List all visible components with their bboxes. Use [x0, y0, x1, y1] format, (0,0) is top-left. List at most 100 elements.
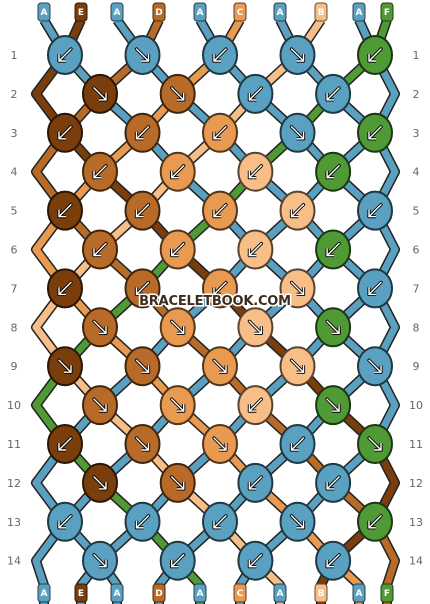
- knot: [47, 424, 83, 464]
- arrow-down-right-icon: [289, 358, 306, 374]
- watermark: BRACELETBOOK.COM: [139, 294, 291, 309]
- knot: [82, 462, 118, 503]
- knot: [315, 151, 352, 192]
- knot: [124, 190, 161, 231]
- knot: [47, 190, 83, 231]
- row-number-right: 9: [413, 360, 420, 373]
- arrow-down-right-icon: [57, 358, 73, 374]
- strand: [114, 17, 399, 604]
- knot: [82, 73, 118, 114]
- row-number-right: 7: [413, 282, 420, 295]
- arrow-down-left-icon: [325, 164, 341, 180]
- svg-text:F: F: [384, 589, 390, 599]
- svg-text:C: C: [237, 8, 244, 18]
- knot: [279, 501, 316, 542]
- knot: [124, 35, 161, 75]
- knot: [82, 540, 118, 581]
- svg-text:A: A: [41, 8, 48, 18]
- knot: [159, 462, 196, 503]
- top-string-label: A: [193, 2, 207, 22]
- knot: [47, 268, 83, 309]
- arrow-down-right-icon: [289, 280, 306, 296]
- svg-text:C: C: [237, 589, 244, 599]
- svg-text:A: A: [197, 8, 204, 18]
- knot: [124, 501, 161, 542]
- knot: [237, 151, 274, 192]
- arrow-down-right-icon: [212, 358, 228, 374]
- top-string-label: E: [74, 2, 88, 22]
- knot: [202, 190, 238, 231]
- knot: [237, 385, 274, 426]
- row-number-left: 7: [11, 282, 18, 295]
- knot: [124, 346, 161, 387]
- arrow-down-left-icon: [134, 280, 151, 296]
- arrow-down-right-icon: [170, 475, 186, 491]
- knot: [237, 73, 274, 114]
- row-number-left: 13: [7, 516, 21, 529]
- knot: [47, 112, 83, 153]
- knot: [279, 112, 316, 153]
- svg-text:A: A: [114, 589, 121, 599]
- svg-text:A: A: [114, 8, 121, 18]
- arrow-down-right-icon: [289, 125, 306, 141]
- arrow-down-left-icon: [212, 280, 228, 296]
- knot: [82, 307, 118, 348]
- knot: [279, 190, 316, 231]
- arrow-down-right-icon: [289, 514, 306, 530]
- arrow-down-left-icon: [212, 203, 228, 219]
- knot: [202, 346, 238, 387]
- knot: [315, 540, 352, 581]
- arrow-down-left-icon: [57, 203, 73, 219]
- knot: [315, 385, 352, 426]
- arrow-down-left-icon: [247, 475, 263, 491]
- knot: [124, 112, 161, 153]
- knot: [357, 35, 393, 75]
- arrow-down-right-icon: [325, 319, 341, 335]
- knot: [47, 346, 83, 387]
- row-number-left: 6: [11, 244, 18, 257]
- arrow-down-right-icon: [247, 319, 263, 335]
- top-string-label: A: [352, 2, 366, 22]
- arrow-down-left-icon: [170, 164, 186, 180]
- top-string-label: A: [37, 2, 51, 22]
- knot: [202, 112, 238, 153]
- svg-text:E: E: [78, 589, 84, 599]
- row-number-right: 2: [413, 88, 420, 101]
- knot: [82, 229, 118, 270]
- row-number-right: 6: [413, 244, 420, 257]
- arrow-down-right-icon: [170, 86, 186, 102]
- row-number-left: 3: [11, 127, 18, 140]
- knot: [357, 112, 393, 153]
- knot: [237, 229, 274, 270]
- svg-text:F: F: [384, 8, 390, 18]
- knot: [315, 73, 352, 114]
- bottom-string-label: C: [233, 583, 247, 603]
- row-number-right: 13: [409, 516, 423, 529]
- arrow-down-left-icon: [212, 47, 228, 63]
- arrow-down-right-icon: [134, 358, 151, 374]
- arrow-down-left-icon: [367, 125, 383, 141]
- arrow-down-left-icon: [247, 241, 263, 258]
- knot: [315, 229, 352, 270]
- bottom-string-label: B: [314, 583, 328, 603]
- arrow-down-left-icon: [325, 241, 341, 258]
- arrow-down-right-icon: [92, 319, 108, 335]
- knot: [357, 190, 393, 231]
- arrow-down-right-icon: [92, 397, 108, 413]
- row-number-right: 12: [409, 477, 423, 490]
- arrow-down-left-icon: [92, 164, 108, 180]
- svg-text:A: A: [356, 589, 363, 599]
- knot: [202, 424, 238, 464]
- row-number-right: 3: [413, 127, 420, 140]
- arrow-down-left-icon: [92, 241, 108, 258]
- arrow-down-left-icon: [170, 553, 186, 569]
- knot: [237, 462, 274, 503]
- bottom-string-label: A: [193, 583, 207, 603]
- knot: [159, 151, 196, 192]
- arrow-down-left-icon: [247, 164, 263, 180]
- knot: [279, 424, 316, 464]
- arrow-down-left-icon: [134, 514, 151, 530]
- arrow-down-left-icon: [57, 436, 73, 452]
- row-number-right: 14: [409, 555, 423, 568]
